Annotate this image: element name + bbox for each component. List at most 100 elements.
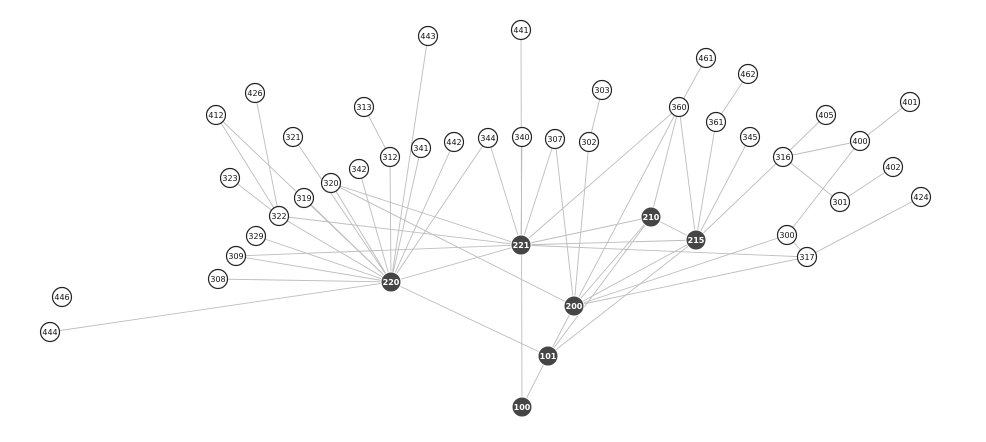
node-309[interactable]: 309 (225, 245, 247, 267)
node-label: 344 (480, 134, 495, 143)
edge-221-340 (520, 136, 523, 246)
node-circle (772, 146, 794, 168)
edge-220-443 (390, 35, 429, 283)
node-412[interactable]: 412 (205, 104, 227, 126)
node-circle (205, 104, 227, 126)
node-100[interactable]: 100 (511, 396, 533, 418)
edge-101-210 (547, 216, 652, 357)
node-101[interactable]: 101 (537, 345, 559, 367)
edge-322-412 (215, 114, 280, 217)
node-circle (537, 345, 559, 367)
node-label: 405 (818, 111, 833, 120)
node-360[interactable]: 360 (668, 96, 690, 118)
node-319[interactable]: 319 (293, 187, 315, 209)
node-circle (51, 286, 73, 308)
node-210[interactable]: 210 (640, 206, 662, 228)
node-circle (379, 146, 401, 168)
node-label: 317 (799, 253, 814, 262)
node-401[interactable]: 401 (899, 91, 921, 113)
edge-301-402 (839, 166, 894, 203)
node-340[interactable]: 340 (511, 126, 533, 148)
node-circle (591, 79, 613, 101)
node-circle (244, 82, 266, 104)
node-220[interactable]: 220 (380, 271, 402, 293)
edge-200-317 (573, 256, 808, 307)
node-circle (544, 128, 566, 150)
node-322[interactable]: 322 (268, 205, 290, 227)
node-circle (320, 172, 342, 194)
node-label: 312 (382, 153, 397, 162)
node-317[interactable]: 317 (796, 246, 818, 268)
node-label: 360 (671, 103, 686, 112)
node-444[interactable]: 444 (39, 321, 61, 343)
node-361[interactable]: 361 (705, 111, 727, 133)
node-circle (219, 167, 241, 189)
edge-221-220 (390, 244, 522, 283)
edge-316-301 (782, 156, 841, 203)
node-405[interactable]: 405 (815, 104, 837, 126)
node-303[interactable]: 303 (591, 79, 613, 101)
node-342[interactable]: 342 (348, 158, 370, 180)
node-221[interactable]: 221 (510, 234, 532, 256)
node-circle (511, 396, 533, 418)
edge-200-360 (573, 106, 680, 307)
node-label: 308 (210, 275, 225, 284)
node-circle (668, 96, 690, 118)
node-308[interactable]: 308 (207, 268, 229, 290)
node-446[interactable]: 446 (51, 286, 73, 308)
edge-220-344 (390, 137, 489, 283)
edge-400-300 (786, 140, 861, 236)
node-label: 313 (356, 103, 371, 112)
node-300[interactable]: 300 (776, 224, 798, 246)
node-313[interactable]: 313 (353, 96, 375, 118)
edge-322-426 (254, 92, 280, 217)
node-circle (225, 245, 247, 267)
node-215[interactable]: 215 (685, 229, 707, 251)
node-label: 307 (547, 135, 562, 144)
node-424[interactable]: 424 (910, 186, 932, 208)
edge-220-341 (390, 147, 422, 283)
node-label: 303 (594, 86, 609, 95)
edge-220-322 (278, 215, 392, 283)
node-320[interactable]: 320 (320, 172, 342, 194)
node-323[interactable]: 323 (219, 167, 241, 189)
node-316[interactable]: 316 (772, 146, 794, 168)
edge-220-320 (330, 182, 392, 283)
node-label: 100 (514, 403, 531, 412)
node-label: 444 (42, 328, 57, 337)
node-462[interactable]: 462 (737, 63, 759, 85)
node-443[interactable]: 443 (417, 25, 439, 47)
edge-400-401 (859, 101, 911, 142)
node-329[interactable]: 329 (245, 225, 267, 247)
node-circle (207, 268, 229, 290)
node-200[interactable]: 200 (563, 295, 585, 317)
edge-215-316 (695, 156, 784, 241)
edge-220-442 (390, 141, 455, 283)
edge-220-308 (217, 278, 392, 283)
node-442[interactable]: 442 (443, 131, 465, 153)
node-circle (39, 321, 61, 343)
node-400[interactable]: 400 (849, 130, 871, 152)
node-circle (293, 187, 315, 209)
node-402[interactable]: 402 (882, 156, 904, 178)
node-301[interactable]: 301 (829, 191, 851, 213)
node-label: 441 (513, 26, 528, 35)
edge-215-360 (678, 106, 697, 241)
node-426[interactable]: 426 (244, 82, 266, 104)
edge-221-344 (487, 137, 522, 246)
node-label: 320 (323, 179, 338, 188)
node-461[interactable]: 461 (695, 47, 717, 69)
edge-316-400 (782, 140, 861, 158)
node-307[interactable]: 307 (544, 128, 566, 150)
node-345[interactable]: 345 (739, 126, 761, 148)
node-344[interactable]: 344 (477, 127, 499, 149)
node-circle (849, 130, 871, 152)
node-circle (510, 19, 532, 41)
node-312[interactable]: 312 (379, 146, 401, 168)
node-321[interactable]: 321 (282, 126, 304, 148)
node-circle (739, 126, 761, 148)
node-302[interactable]: 302 (578, 131, 600, 153)
node-441[interactable]: 441 (510, 19, 532, 41)
node-circle (776, 224, 798, 246)
node-341[interactable]: 341 (410, 137, 432, 159)
